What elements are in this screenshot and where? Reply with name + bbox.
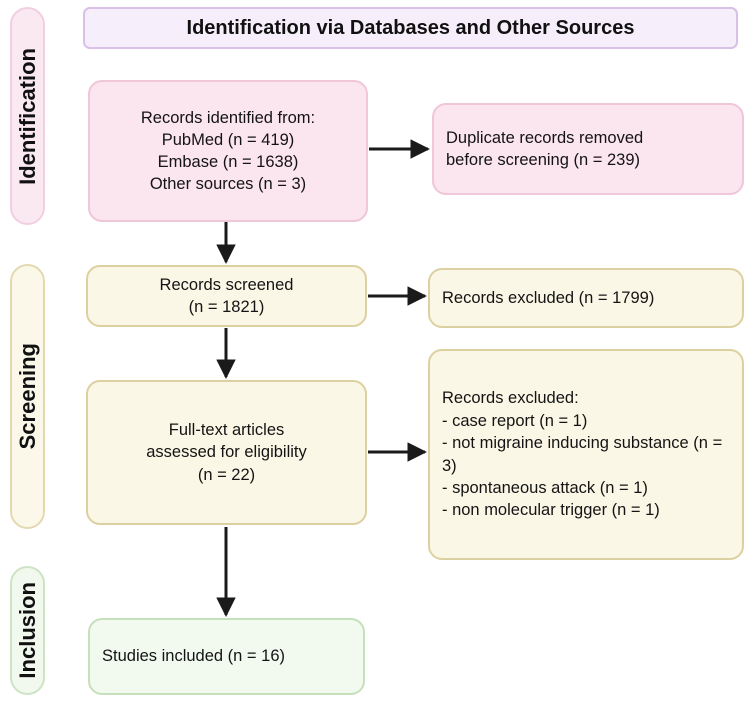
stage-pill-screening: Screening <box>10 264 45 529</box>
box-studies-included: Studies included (n = 16) <box>88 618 365 695</box>
box-line: Records identified from: <box>140 108 316 127</box>
box-records-screened: Records screened (n = 1821) <box>86 265 367 327</box>
box-line: (n = 1821) <box>188 298 265 316</box>
stage-label-screening: Screening <box>14 343 40 450</box>
box-line: - not migraine inducing substance (n = 3… <box>442 434 723 475</box>
header-banner: Identification via Databases and Other S… <box>83 7 738 49</box>
stage-label-identification: Identification <box>14 47 40 185</box>
box-line: Studies included (n = 16) <box>102 647 285 666</box>
box-line: Records excluded: <box>442 389 579 408</box>
box-line: - non molecular trigger (n = 1) <box>442 501 660 520</box>
stage-label-inclusion: Inclusion <box>14 582 40 679</box>
box-fulltext-assessed: Full-text articles assessed for eligibil… <box>86 380 367 525</box>
box-records-identified: Records identified from: PubMed (n = 419… <box>88 80 368 222</box>
box-line: Embase (n = 1638) <box>157 153 299 171</box>
box-line: Duplicate records removed <box>446 128 644 147</box>
box-line: - spontaneous attack (n = 1) <box>442 478 648 497</box>
box-line: assessed for eligibility <box>146 443 307 462</box>
header-banner-title: Identification via Databases and Other S… <box>186 16 635 39</box>
box-line: Records screened <box>159 275 294 294</box>
box-line: Records excluded (n = 1799) <box>442 288 655 307</box>
box-line: PubMed (n = 419) <box>161 130 295 149</box>
box-line: before screening (n = 239) <box>446 151 640 169</box>
box-line: Full-text articles <box>168 421 285 440</box>
box-line: Other sources (n = 3) <box>149 175 307 194</box>
box-line: (n = 22) <box>197 465 256 484</box>
box-records-excluded: Records excluded (n = 1799) <box>428 268 744 328</box>
stage-pill-identification: Identification <box>10 7 45 225</box>
box-excluded-reasons: Records excluded: - case report (n = 1) … <box>428 349 744 560</box>
box-line: - case report (n = 1) <box>442 411 588 430</box>
stage-pill-inclusion: Inclusion <box>10 566 45 695</box>
box-duplicate-records-removed: Duplicate records removed before screeni… <box>432 103 744 195</box>
